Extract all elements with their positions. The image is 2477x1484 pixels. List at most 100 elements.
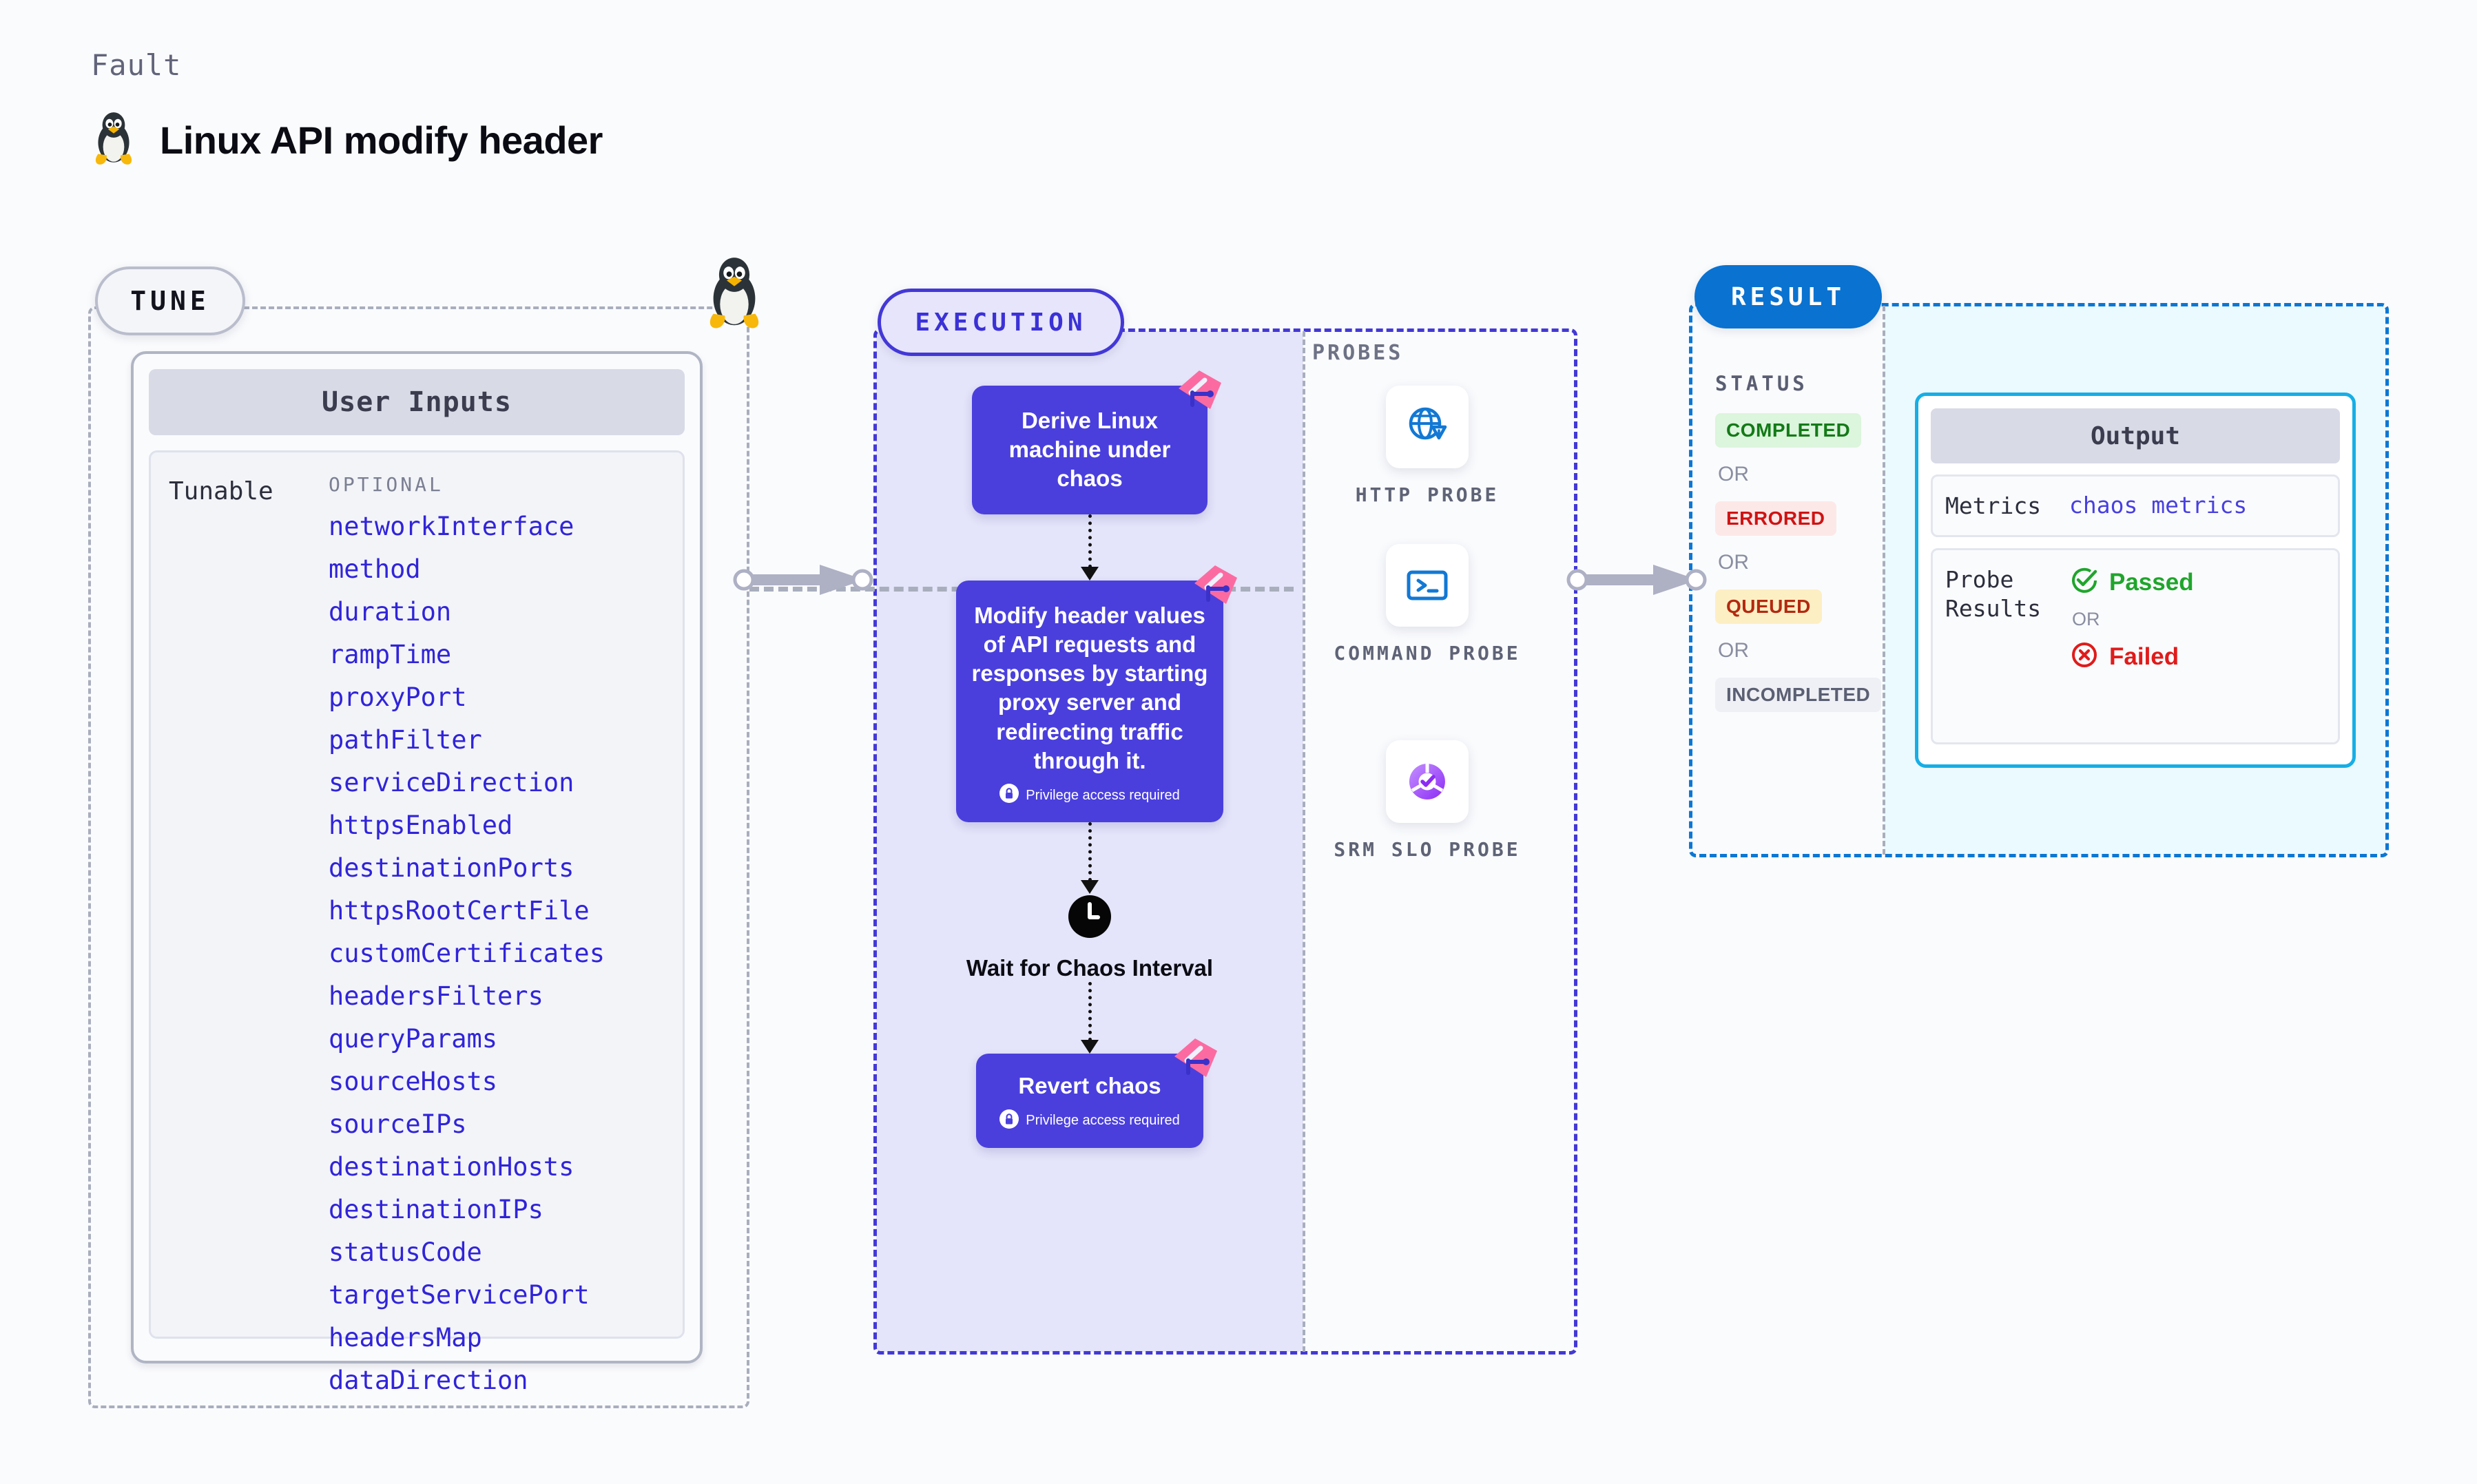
- tunable-param[interactable]: duration: [329, 597, 452, 627]
- flow-node-derive-linux-machine[interactable]: Derive Linux machine under chaos: [972, 370, 1221, 514]
- status-badge: QUEUED: [1715, 589, 1822, 624]
- probes-divider: [1303, 331, 1305, 1352]
- status-badge: ERRORED: [1715, 501, 1836, 536]
- chaos-metrics-link[interactable]: chaos metrics: [2069, 492, 2248, 519]
- privilege-access-badge: Privilege access required: [956, 784, 1223, 807]
- failed-label: Failed: [2109, 642, 2179, 670]
- tunable-section: Tunable OPTIONAL networkInterface method d…: [149, 450, 685, 1393]
- terminal-icon: [1386, 544, 1469, 627]
- probe-command[interactable]: COMMAND PROBE: [1331, 544, 1524, 667]
- tunable-param[interactable]: httpsEnabled: [329, 811, 513, 840]
- tunable-param[interactable]: headersFilters: [329, 981, 543, 1011]
- tunable-param[interactable]: destinationPorts: [329, 853, 574, 883]
- tune-panel: TUNE: [88, 267, 749, 1408]
- tunable-param[interactable]: sourceHosts: [329, 1067, 498, 1096]
- linux-tux-icon: [91, 110, 136, 169]
- privilege-access-badge: Privilege access required: [976, 1109, 1203, 1133]
- flow-node-title: Modify header values of API requests and…: [971, 602, 1208, 773]
- status-column: STATUS COMPLETED OR ERRORED OR QUEUED OR INCOM…: [1715, 372, 1882, 712]
- tunable-param[interactable]: proxyPort: [329, 682, 467, 712]
- chaos-ribbon-icon: [1174, 368, 1225, 416]
- flow-node-revert-chaos[interactable]: Revert chaos Privilege access required: [976, 1038, 1217, 1148]
- tunable-param[interactable]: targetServicePort: [329, 1280, 590, 1310]
- optional-label: OPTIONAL: [329, 473, 444, 496]
- tune-pill-label[interactable]: TUNE: [95, 267, 245, 335]
- execution-to-result-connector: [1564, 551, 1729, 630]
- output-title: Output: [1931, 408, 2340, 463]
- flow-node-title: Wait for Chaos Interval: [966, 955, 1214, 981]
- flow-arrow-2: [1081, 822, 1099, 895]
- probe-result-or: OR: [2072, 609, 2100, 630]
- probe-results-key: Probe Results: [1945, 566, 2042, 622]
- probes-section-label: PROBES: [1312, 341, 1404, 365]
- page-title-row: Linux API modify header: [91, 110, 603, 169]
- passed-label: Passed: [2109, 568, 2194, 596]
- tunable-param[interactable]: headersMap: [329, 1323, 482, 1352]
- status-badge: COMPLETED: [1715, 413, 1862, 448]
- srm-slo-donut-check-icon: [1386, 740, 1469, 823]
- privilege-access-text: Privilege access required: [1026, 1113, 1180, 1129]
- status-divider: [1883, 306, 1885, 855]
- lock-icon: [999, 784, 1019, 807]
- clock-icon: [1067, 895, 1112, 942]
- metrics-key: Metrics: [1945, 492, 2042, 519]
- flow-node-wait-for-chaos-interval: Wait for Chaos Interval: [876, 894, 1303, 982]
- status-or-separator: OR: [1718, 551, 1749, 574]
- result-panel: RESULT: [1689, 265, 2389, 857]
- output-card: Output Metrics chaos metrics Probe Resul…: [1915, 393, 2356, 768]
- probe-label: HTTP PROBE: [1355, 483, 1500, 506]
- tune-linux-tux-icon: [703, 255, 766, 338]
- tune-panel-border: [88, 306, 749, 1408]
- probe-result-failed: Failed: [2069, 640, 2194, 673]
- probe-http[interactable]: HTTP PROBE: [1331, 386, 1524, 508]
- flow-arrow-1: [1081, 514, 1099, 581]
- probe-label: SRM SLO PROBE: [1334, 838, 1521, 861]
- tunable-param[interactable]: httpsRootCertFile: [329, 896, 590, 926]
- privilege-access-text: Privilege access required: [1026, 787, 1180, 803]
- status-title: STATUS: [1715, 372, 1808, 395]
- tunable-param[interactable]: customCertificates: [329, 939, 605, 968]
- output-probe-results-row: Probe Results Passed OR: [1931, 548, 2340, 745]
- flow-node-title: Revert chaos: [1018, 1073, 1161, 1099]
- tunable-param[interactable]: queryParams: [329, 1024, 498, 1054]
- flow-node-title: Derive Linux machine under chaos: [1008, 408, 1171, 492]
- probe-label: COMMAND PROBE: [1334, 642, 1521, 665]
- status-badge: INCOMPLETED: [1715, 678, 1882, 712]
- tunable-param[interactable]: method: [329, 554, 421, 584]
- globe-warning-icon: [1386, 386, 1469, 468]
- status-or-separator: OR: [1718, 463, 1749, 485]
- fault-kicker-label: Fault: [91, 48, 182, 82]
- tunable-param[interactable]: destinationIPs: [329, 1195, 543, 1224]
- execution-pill-label[interactable]: EXECUTION: [878, 289, 1124, 356]
- tunable-params-list: OPTIONAL networkInterface method duration r…: [329, 473, 683, 1393]
- tunable-param[interactable]: sourceIPs: [329, 1109, 467, 1139]
- user-inputs-card: User Inputs Tunable OPTIONAL networkInte…: [131, 351, 703, 1393]
- check-circle-icon: [2069, 565, 2100, 599]
- tunable-param[interactable]: dataDirection: [329, 1366, 528, 1395]
- user-inputs-title: User Inputs: [149, 369, 685, 435]
- execution-panel: EXECUTION: [873, 289, 1577, 1355]
- tunable-param[interactable]: serviceDirection: [329, 768, 574, 797]
- execution-flow: Derive Linux machine under chaos Modify …: [876, 370, 1303, 1148]
- lock-icon: [999, 1109, 1019, 1133]
- flow-node-modify-header-values[interactable]: Modify header values of API requests and…: [956, 565, 1237, 823]
- chaos-ribbon-icon: [1190, 563, 1241, 611]
- tunable-param[interactable]: destinationHosts: [329, 1152, 574, 1182]
- tunable-param[interactable]: rampTime: [329, 640, 452, 669]
- probe-results-values: Passed OR Failed: [2069, 565, 2194, 727]
- tune-to-execution-connector: [716, 551, 882, 630]
- probe-result-passed: Passed: [2069, 565, 2194, 599]
- tunable-param[interactable]: statusCode: [329, 1237, 482, 1267]
- status-or-separator: OR: [1718, 639, 1749, 662]
- chaos-ribbon-icon: [1170, 1036, 1221, 1084]
- page-title: Linux API modify header: [160, 118, 603, 162]
- execution-panel-border: [873, 328, 1577, 1355]
- x-circle-icon: [2069, 640, 2100, 673]
- result-pill-label[interactable]: RESULT: [1694, 265, 1882, 328]
- tunable-row-label: Tunable: [169, 477, 273, 505]
- flow-arrow-3: [1081, 982, 1099, 1054]
- tunable-param[interactable]: pathFilter: [329, 725, 482, 755]
- probe-srm-slo[interactable]: SRM SLO PROBE: [1331, 740, 1524, 863]
- tunable-param[interactable]: networkInterface: [329, 512, 574, 541]
